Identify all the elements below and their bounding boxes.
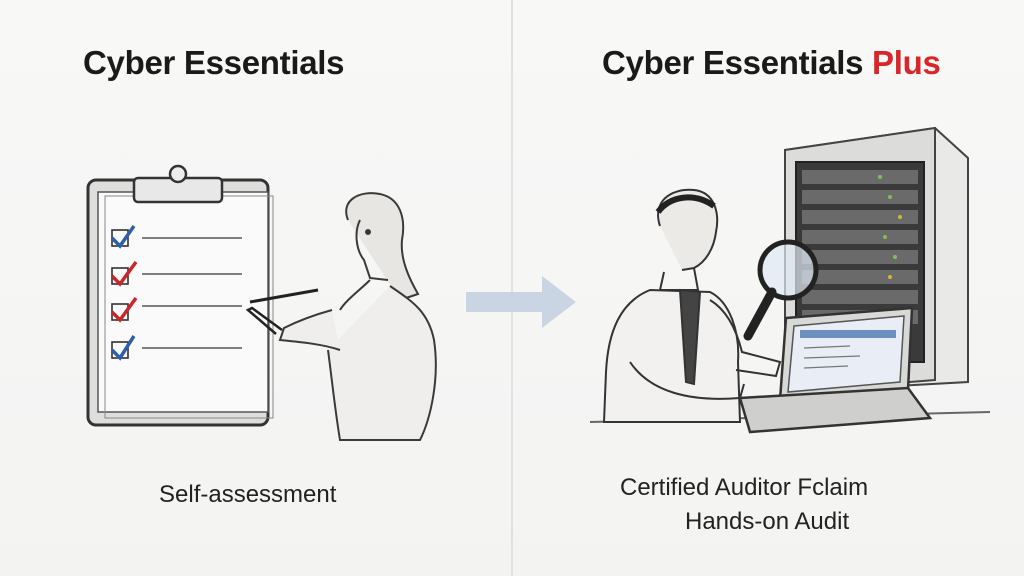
- woman-figure: [245, 192, 437, 441]
- title-main: Cyber Essentials: [602, 44, 864, 81]
- title-plus-accent: Plus: [872, 44, 941, 81]
- checkmark-icon: [110, 260, 138, 287]
- caption-hands-on-audit: Hands-on Audit: [685, 508, 850, 535]
- caption-certified-auditor: Certified Auditor Fclaim: [620, 474, 869, 501]
- checklist: [110, 224, 242, 361]
- caption-self-assessment: Self-assessment: [159, 481, 337, 508]
- auditor-illustration: [590, 126, 990, 434]
- checkmark-icon: [110, 296, 138, 323]
- clipboard-illustration: [86, 164, 437, 441]
- man-figure: [602, 188, 782, 423]
- laptop-icon: [738, 306, 933, 434]
- title-cyber-essentials: Cyber Essentials: [83, 44, 345, 81]
- clipboard-icon: [86, 164, 274, 427]
- checkmark-icon: [110, 224, 136, 249]
- title-cyber-essentials-plus: Cyber Essentials Plus: [602, 44, 941, 82]
- panel-divider: [511, 0, 513, 576]
- checkmark-icon: [110, 335, 136, 361]
- magnifying-glass-icon: [743, 239, 819, 341]
- arrow-right-icon: [466, 276, 576, 328]
